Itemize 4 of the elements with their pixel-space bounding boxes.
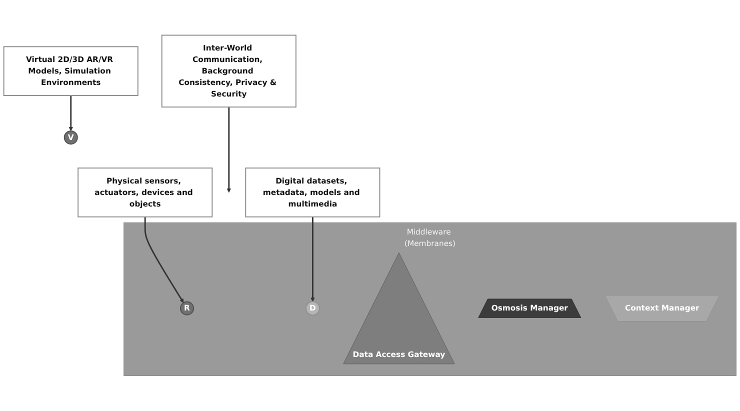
arrow bbox=[226, 107, 232, 193]
arrow bbox=[68, 96, 73, 132]
arrow bbox=[310, 216, 315, 302]
arrow bbox=[144, 216, 184, 303]
